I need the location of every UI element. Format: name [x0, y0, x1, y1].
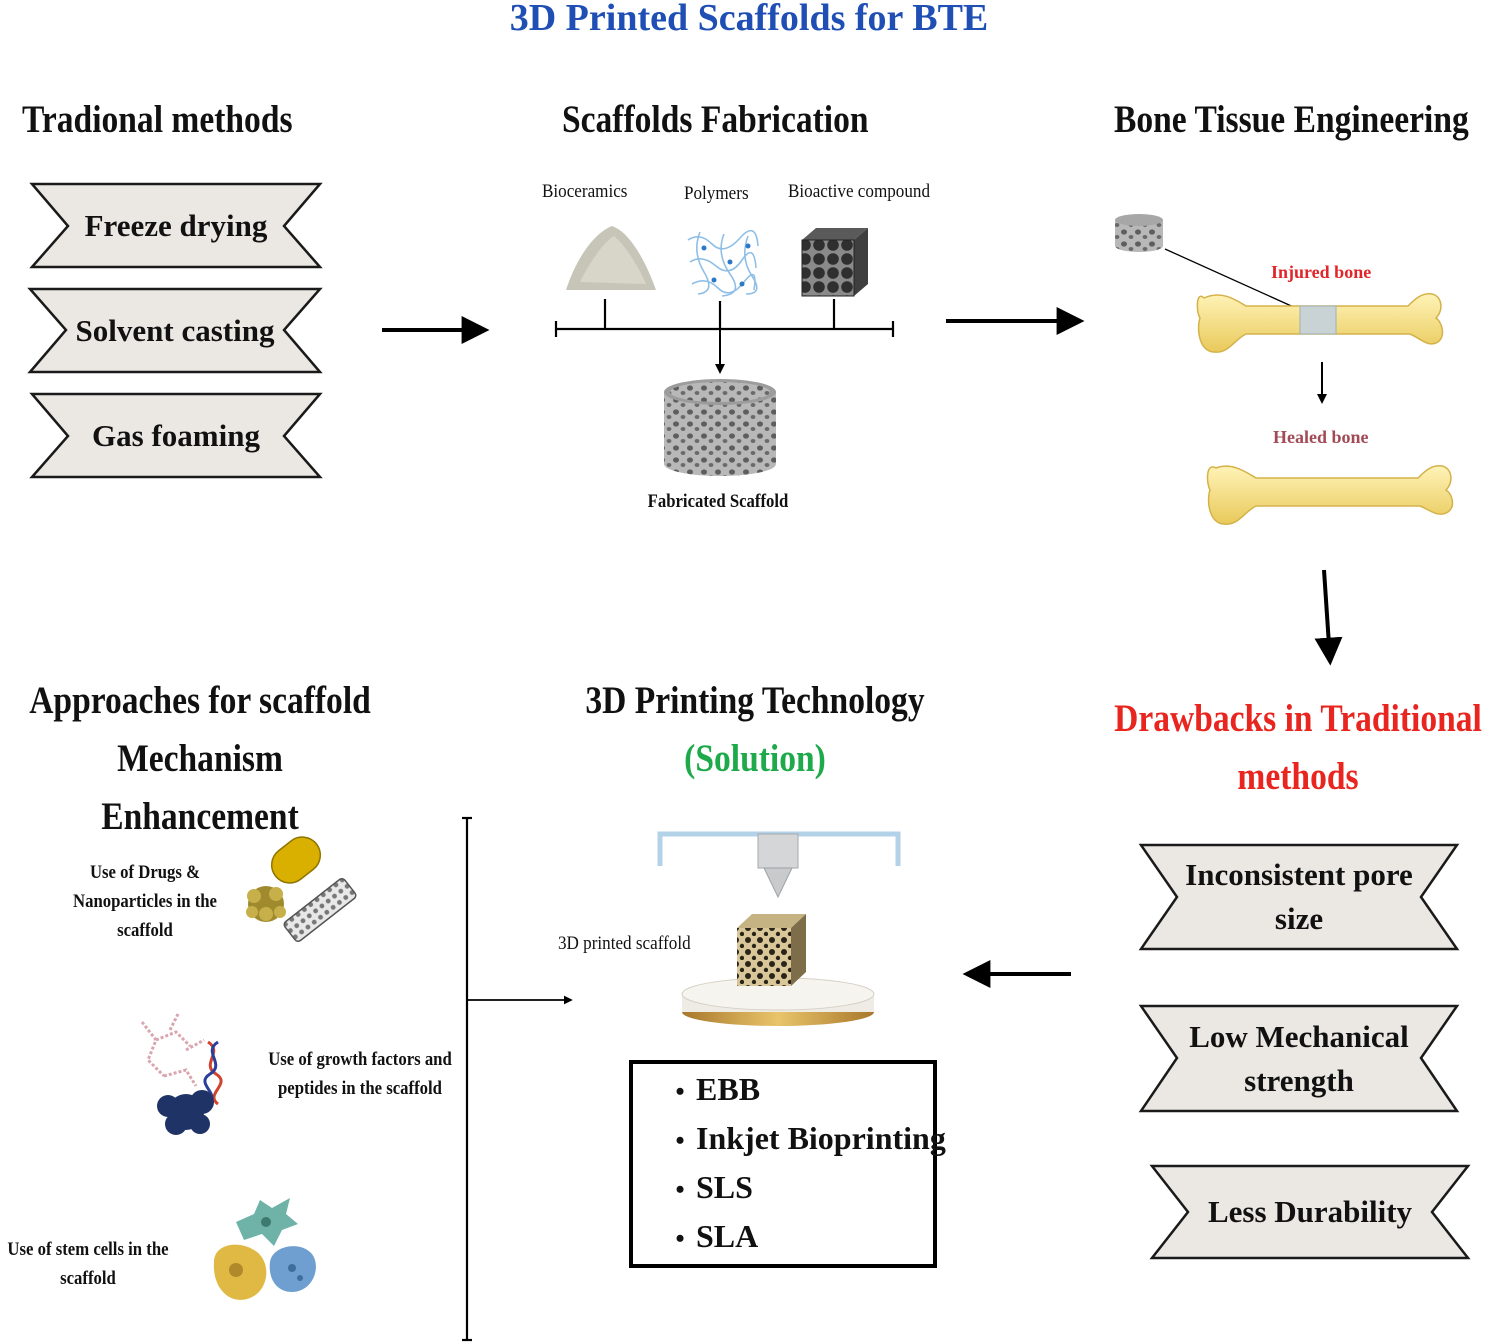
heading-approaches-line1: Approaches for scaffold [29, 679, 371, 722]
heading-3d-printing-line1: 3D Printing Technology [585, 679, 925, 722]
drawback-pore-size: Inconsistent pore size [1177, 845, 1421, 949]
techniques-list: EBB Inkjet Bioprinting SLS SLA [664, 1066, 946, 1262]
heading-approaches: Approaches for scaffold Mechanism Enhanc… [19, 672, 380, 846]
bioceramics-powder-image [566, 226, 656, 290]
injured-bone-image [1196, 292, 1444, 353]
technique-sls: SLS [664, 1164, 946, 1213]
heading-scaffolds-fabrication: Scaffolds Fabrication [562, 98, 869, 141]
banner-shape-freeze-drying [29, 182, 323, 269]
heading-bone-tissue-engineering: Bone Tissue Engineering [1114, 98, 1469, 141]
approach-growth-line1: Use of growth factors and [268, 1049, 452, 1070]
approach-stem-cells: Use of stem cells in the scaffold [2, 1235, 174, 1293]
bioactive-compound-cube-image [801, 228, 868, 297]
materials-bracket [554, 299, 895, 337]
drawback-mechanical-line2: strength [1244, 1062, 1354, 1098]
printed-scaffold-label: 3D printed scaffold [558, 933, 691, 954]
heading-3d-printing: 3D Printing Technology (Solution) [562, 672, 949, 788]
heading-drawbacks-line2: methods [1237, 755, 1359, 798]
drawback-pore-size-line2: size [1274, 901, 1324, 936]
approach-stem-line2: scaffold [60, 1268, 116, 1289]
approach-growth-line2: peptides in the scaffold [278, 1078, 442, 1099]
fabricated-scaffold-image [664, 379, 776, 476]
arrow-bte-to-drawbacks [1314, 569, 1343, 666]
banner-shape-pore-size [1138, 843, 1460, 951]
drawback-mechanical-strength: Low Mechanical strength [1177, 1006, 1421, 1111]
technique-inkjet: Inkjet Bioprinting [664, 1115, 946, 1164]
growth-factors-image [140, 1013, 223, 1135]
healed-bone-image [1206, 464, 1454, 525]
banner-shape-durability [1149, 1164, 1471, 1260]
scaffold-pointer-line [1164, 248, 1299, 310]
banner-shape-solvent-casting [27, 287, 323, 374]
technique-sla: SLA [664, 1213, 946, 1262]
small-scaffold-image [1115, 214, 1163, 252]
drawback-durability: Less Durability [1207, 1194, 1413, 1229]
injured-bone-label: Injured bone [1271, 262, 1372, 282]
approach-drugs-line3: scaffold [117, 920, 173, 941]
printer-image [657, 831, 901, 1026]
approach-drugs-line2: Nanoparticles in the [73, 891, 217, 912]
healed-bone-label: Healed bone [1273, 427, 1369, 447]
method-solvent-casting: Solvent casting [75, 312, 275, 348]
approach-stem-line1: Use of stem cells in the [7, 1239, 169, 1260]
polymers-network-image [687, 229, 759, 297]
heading-approaches-line2: Mechanism Enhancement [101, 737, 299, 838]
material-polymers: Polymers [684, 183, 749, 204]
drawback-pore-size-line1: Inconsistent pore [1185, 857, 1413, 892]
approach-growth-factors: Use of growth factors and peptides in th… [247, 1045, 472, 1103]
heading-drawbacks-line1: Drawbacks in Traditional [1114, 697, 1482, 740]
material-bioactive-compound: Bioactive compound [788, 181, 931, 202]
material-bioceramics: Bioceramics [542, 181, 628, 202]
banner-shape-gas-foaming [29, 392, 323, 479]
fabricated-scaffold-label: Fabricated Scaffold [647, 491, 789, 512]
banner-shape-mechanical [1138, 1004, 1460, 1113]
heading-solution: (Solution) [684, 737, 826, 780]
method-gas-foaming: Gas foaming [92, 417, 260, 453]
diagram-title: 3D Printed Scaffolds for BTE [509, 0, 989, 39]
drawback-mechanical-line1: Low Mechanical [1189, 1018, 1409, 1054]
method-freeze-drying: Freeze drying [84, 207, 268, 243]
stem-cells-image [213, 1198, 316, 1300]
approach-drugs-line1: Use of Drugs & [89, 862, 201, 883]
approach-drugs-nanoparticles: Use of Drugs & Nanoparticles in the scaf… [53, 858, 238, 945]
drugs-nanoparticles-image [246, 836, 357, 942]
approaches-bracket [462, 816, 472, 1342]
heading-drawbacks: Drawbacks in Traditional methods [1100, 690, 1496, 806]
technique-ebb: EBB [664, 1066, 946, 1115]
heading-traditional-methods: Tradional methods [22, 98, 293, 141]
